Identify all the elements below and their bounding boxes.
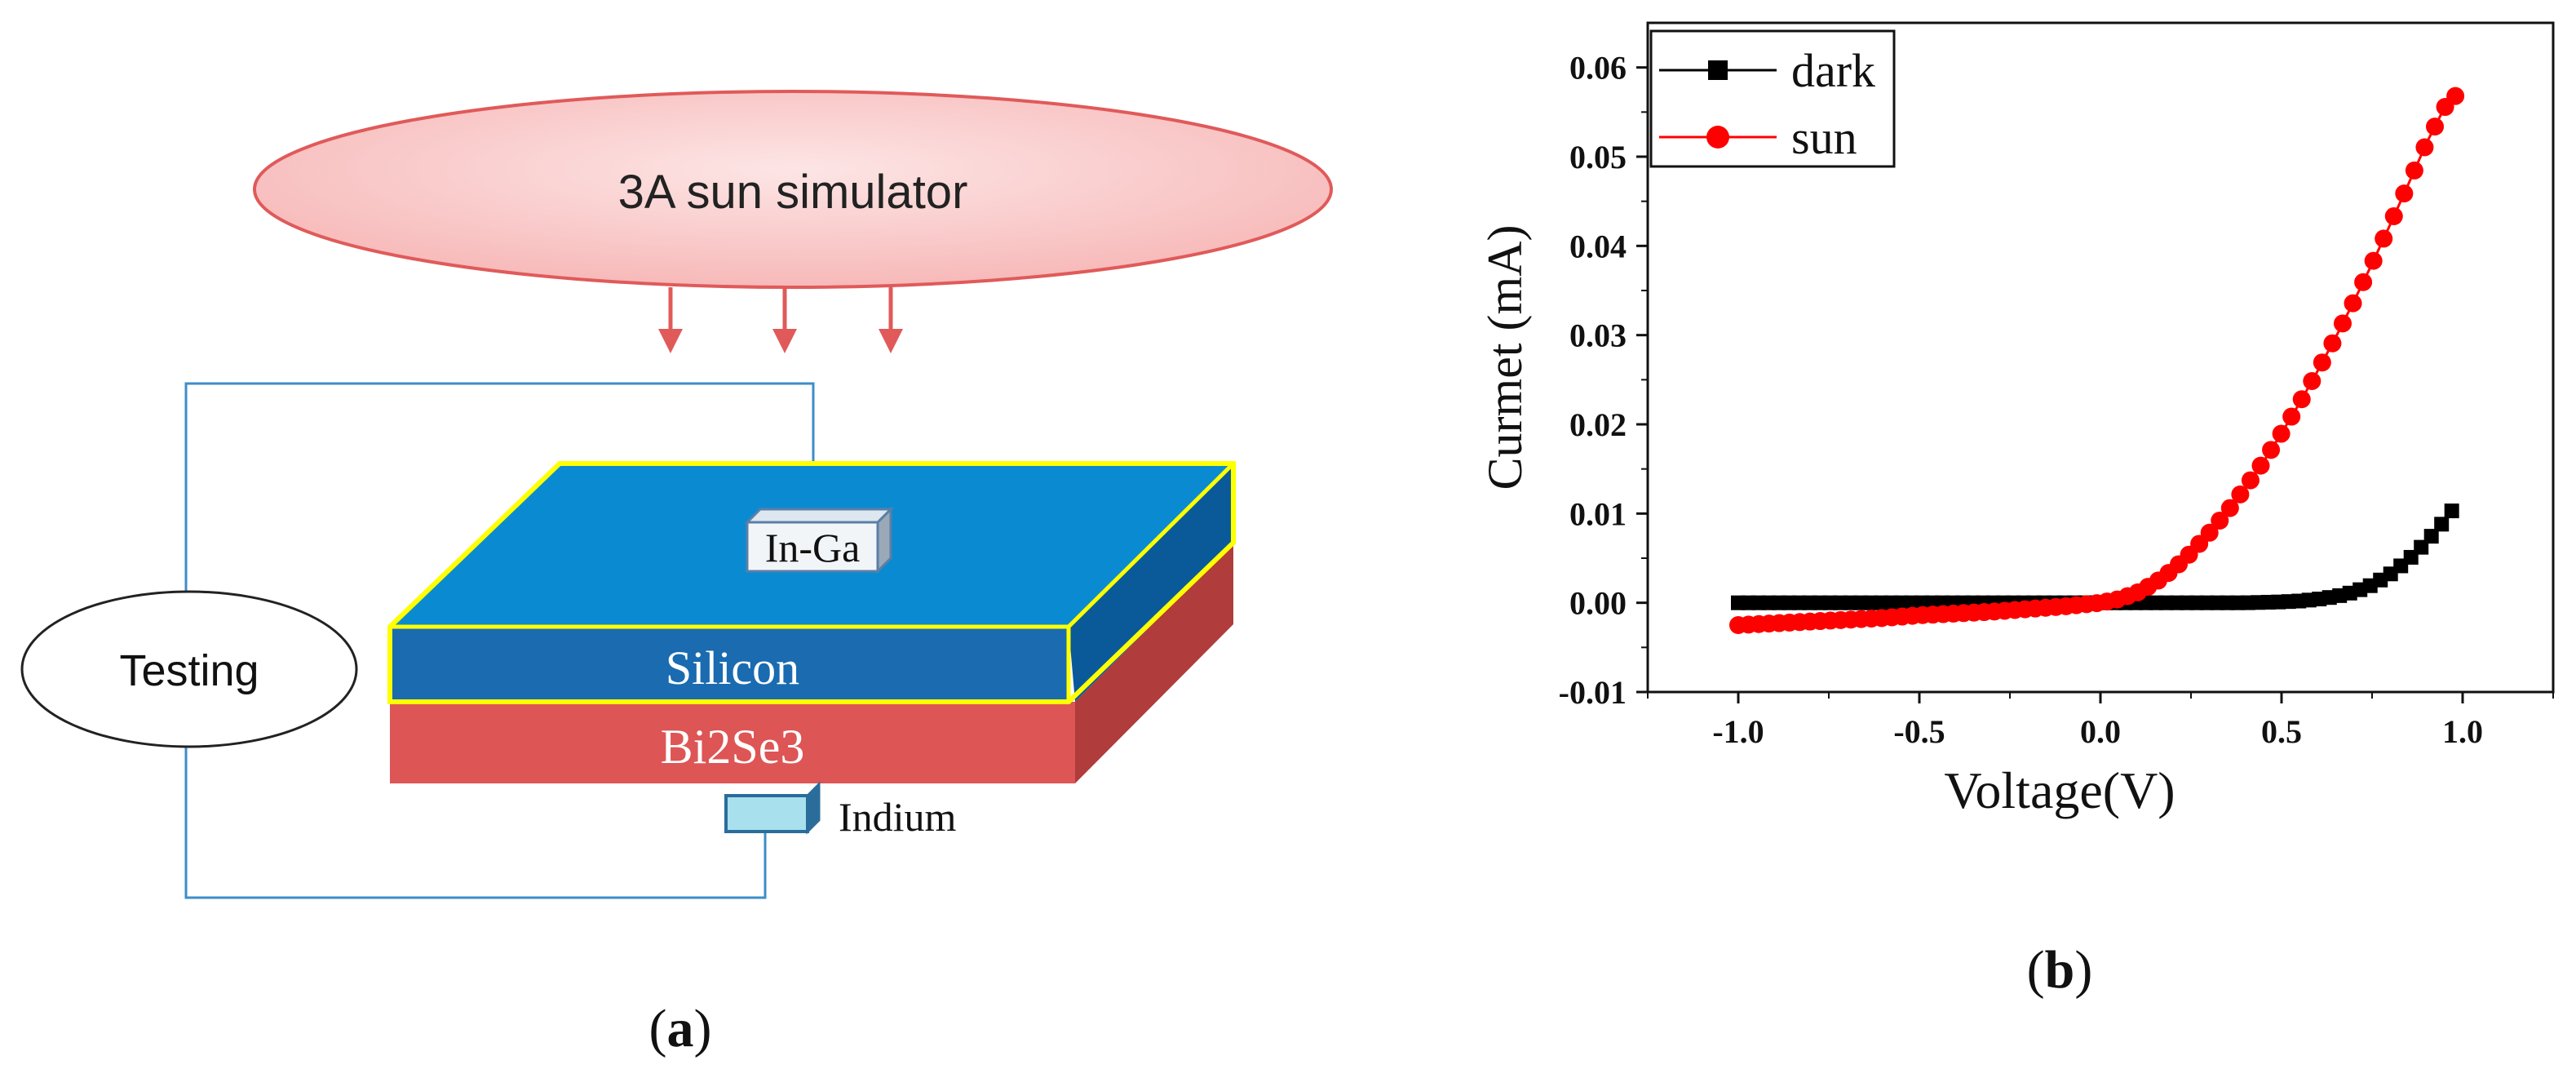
panel-b-caption: (b) [2027, 940, 2093, 1000]
in-ga-contact-top [744, 508, 894, 524]
in-ga-contact-front [746, 521, 879, 573]
y-tick-label: 0.05 [1569, 139, 1627, 175]
data-point-sun [2272, 424, 2291, 443]
data-point-sun [2333, 314, 2352, 333]
x-tick-label: 0.0 [2080, 713, 2121, 750]
data-point-sun [2384, 206, 2403, 225]
data-point-sun [2344, 294, 2362, 313]
data-point-sun [2200, 523, 2219, 542]
series-layer [1729, 87, 2465, 634]
data-point-sun [2241, 471, 2260, 490]
silicon-side-face [1069, 464, 1233, 702]
y-tick-label: 0.04 [1569, 228, 1627, 264]
x-tick-labels: -1.0 -0.5 0.0 0.5 1.0 [1712, 713, 2483, 750]
in-ga-label: In-Ga [765, 525, 861, 570]
y-tick-label: 0.03 [1569, 317, 1627, 354]
legend-dark-marker [1708, 60, 1728, 80]
y-tick-label: 0.00 [1569, 585, 1627, 622]
data-point-sun [2415, 138, 2434, 157]
data-point-sun [2323, 334, 2342, 353]
bi2se3-front-face [390, 702, 1075, 783]
x-tick-label: -1.0 [1712, 713, 1764, 750]
y-tick-label: 0.02 [1569, 406, 1627, 443]
data-point-dark [2414, 539, 2429, 555]
silicon-outline [387, 461, 1236, 704]
data-point-dark [2434, 517, 2450, 532]
silicon-edge-1 [1067, 462, 1235, 628]
data-point-sun [2262, 441, 2281, 459]
data-point-sun [2292, 390, 2311, 409]
data-point-sun [2405, 161, 2423, 180]
panel-a-caption-letter: a [667, 999, 694, 1058]
silicon-front-face [390, 627, 1069, 702]
axis-ticks [1636, 66, 2554, 703]
data-point-sun [2231, 485, 2250, 504]
x-tick-label: 0.5 [2261, 713, 2302, 750]
testing-label: Testing [119, 646, 259, 695]
data-point-sun [2364, 251, 2383, 270]
y-tick-labels: -0.01 0.00 0.01 0.02 0.03 0.04 0.05 0.06 [1559, 50, 1627, 711]
y-axis-label: Curmet (mA) [1478, 225, 1532, 490]
x-tick-label: 1.0 [2442, 713, 2483, 750]
y-tick-label: 0.06 [1569, 50, 1627, 87]
legend: dark sun [1649, 29, 1896, 168]
indium-contact-front [724, 794, 809, 833]
series-line-sun [1737, 95, 2457, 627]
y-tick-label: 0.01 [1569, 495, 1627, 532]
data-point-dark [2444, 504, 2459, 519]
data-point-sun [2303, 371, 2321, 390]
data-point-sun [2354, 273, 2373, 291]
panel-a-schematic: 3A sun simulator Testing Bi2Se3 Silicon … [20, 90, 1333, 1058]
data-point-dark [2423, 529, 2439, 544]
x-tick-label: -0.5 [1893, 713, 1945, 750]
data-point-sun [2375, 229, 2393, 248]
x-axis-label: Voltage(V) [1944, 761, 2175, 819]
indium-label: Indium [839, 794, 957, 840]
sun-simulator-ellipse [253, 90, 1333, 289]
data-point-sun [2446, 87, 2465, 105]
silicon-label: Silicon [666, 641, 799, 694]
panel-b-chart: -0.01 0.00 0.01 0.02 0.03 0.04 0.05 0.06 -1.0 -0… [1478, 21, 2555, 1000]
data-point-sun [2313, 353, 2331, 372]
panel-b-caption-letter: b [2045, 940, 2075, 1000]
y-tick-label: -0.01 [1559, 674, 1627, 711]
data-point-sun [2220, 499, 2239, 517]
bi2se3-label: Bi2Se3 [661, 720, 805, 774]
bi2se3-side-face [1075, 543, 1233, 783]
data-point-sun [2426, 118, 2445, 136]
testing-ellipse [20, 590, 358, 748]
panel-a-caption: (a) [649, 999, 712, 1058]
data-point-sun [2282, 407, 2301, 426]
indium-contact-side [806, 781, 821, 835]
data-point-sun [2395, 184, 2414, 203]
data-point-sun [2211, 511, 2229, 530]
legend-sun-marker [1706, 126, 1729, 149]
legend-sun-label: sun [1791, 111, 1857, 164]
sun-simulator-label: 3A sun simulator [618, 166, 968, 219]
data-point-sun [2251, 456, 2270, 475]
legend-dark-label: dark [1791, 44, 1875, 97]
legend-box [1649, 29, 1896, 168]
